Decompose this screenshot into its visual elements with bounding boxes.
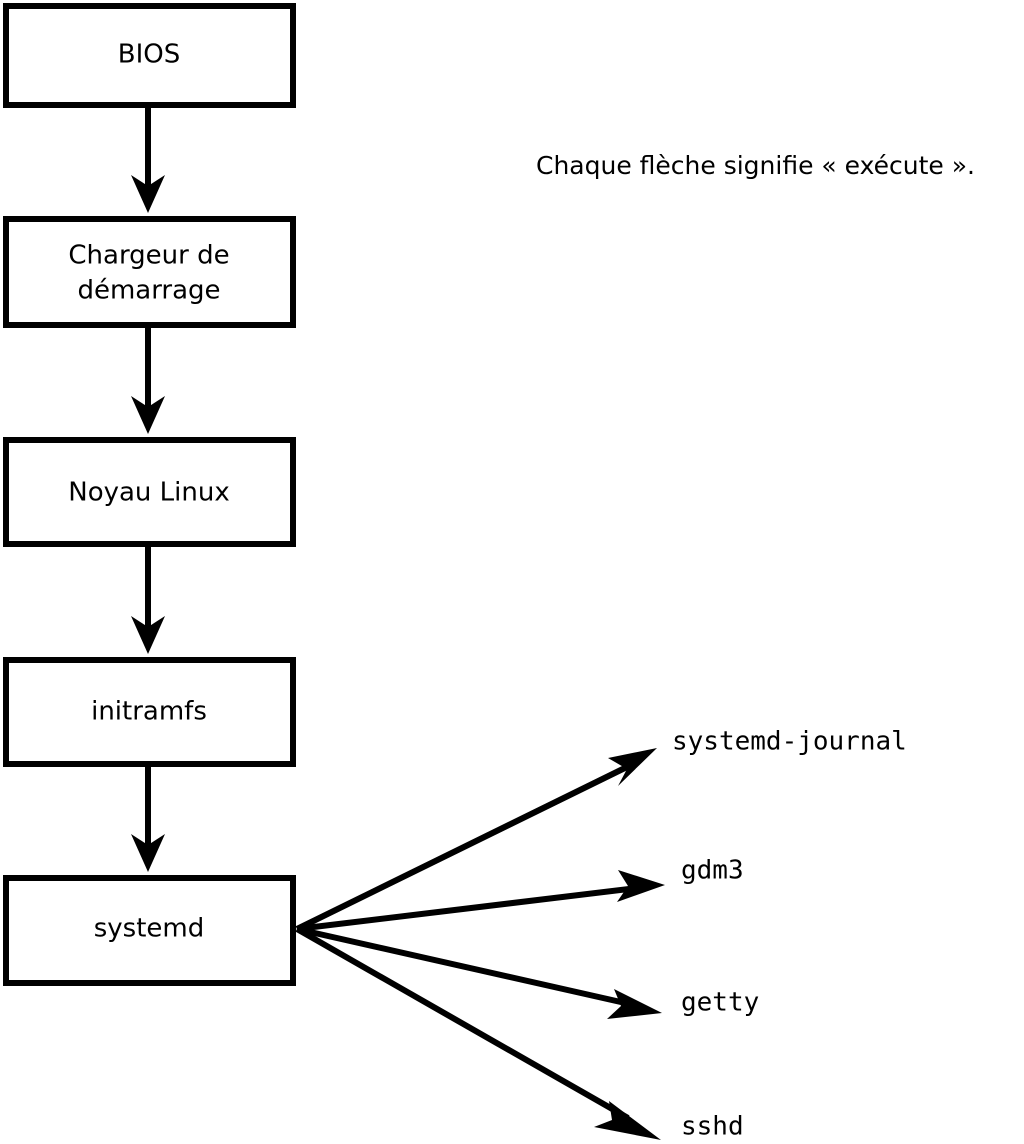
arrow-head xyxy=(594,1101,661,1140)
node-bootloader-label-line1: Chargeur de xyxy=(68,241,229,271)
node-initramfs[interactable]: initramfs xyxy=(3,657,296,767)
diagram-caption: Chaque flèche signifie « exécute ». xyxy=(536,151,975,180)
node-bios-box[interactable] xyxy=(3,3,296,108)
arrow-shaft xyxy=(296,926,635,1008)
node-systemd-box[interactable] xyxy=(3,875,296,986)
node-bootloader-label-line2: démarrage xyxy=(77,276,220,306)
leaf-label-sshd[interactable]: sshd xyxy=(681,1112,744,1142)
node-bootloader[interactable]: Chargeur de démarrage xyxy=(3,216,296,328)
arrow-head xyxy=(131,396,165,434)
node-initramfs-label: initramfs xyxy=(91,697,207,727)
arrow-head xyxy=(131,175,165,213)
fanout-arrow-getty xyxy=(296,926,662,1019)
chain-arrow-kernel-to-initramfs xyxy=(131,547,165,654)
chain-arrow-initramfs-to-systemd xyxy=(131,767,165,872)
node-kernel-box[interactable] xyxy=(3,437,296,547)
leaf-label-systemd-journal[interactable]: systemd-journal xyxy=(672,727,907,757)
node-systemd[interactable]: systemd xyxy=(3,875,296,986)
node-systemd-label: systemd xyxy=(94,914,205,944)
node-kernel-label: Noyau Linux xyxy=(68,478,229,508)
arrow-head xyxy=(617,870,665,902)
arrow-head xyxy=(607,989,662,1019)
node-initramfs-box[interactable] xyxy=(3,657,296,767)
chain-arrow-bootloader-to-kernel xyxy=(131,328,165,434)
leaf-label-getty[interactable]: getty xyxy=(681,988,759,1018)
fanout-arrow-systemd-journal xyxy=(295,748,657,932)
arrow-head xyxy=(131,834,165,872)
arrow-shaft xyxy=(295,762,633,932)
fanout-arrow-gdm3 xyxy=(296,870,665,932)
node-kernel[interactable]: Noyau Linux xyxy=(3,437,296,547)
node-bootloader-box[interactable] xyxy=(3,216,296,328)
arrow-shaft xyxy=(296,885,638,932)
arrow-head xyxy=(131,616,165,654)
leaf-label-gdm3[interactable]: gdm3 xyxy=(681,856,744,886)
arrow-shaft xyxy=(295,926,630,1121)
node-bios[interactable]: BIOS xyxy=(3,3,296,108)
fanout-arrow-sshd xyxy=(295,926,661,1140)
chain-arrow-bios-to-bootloader xyxy=(131,108,165,213)
arrow-head xyxy=(608,748,657,786)
node-bios-label: BIOS xyxy=(118,40,180,70)
